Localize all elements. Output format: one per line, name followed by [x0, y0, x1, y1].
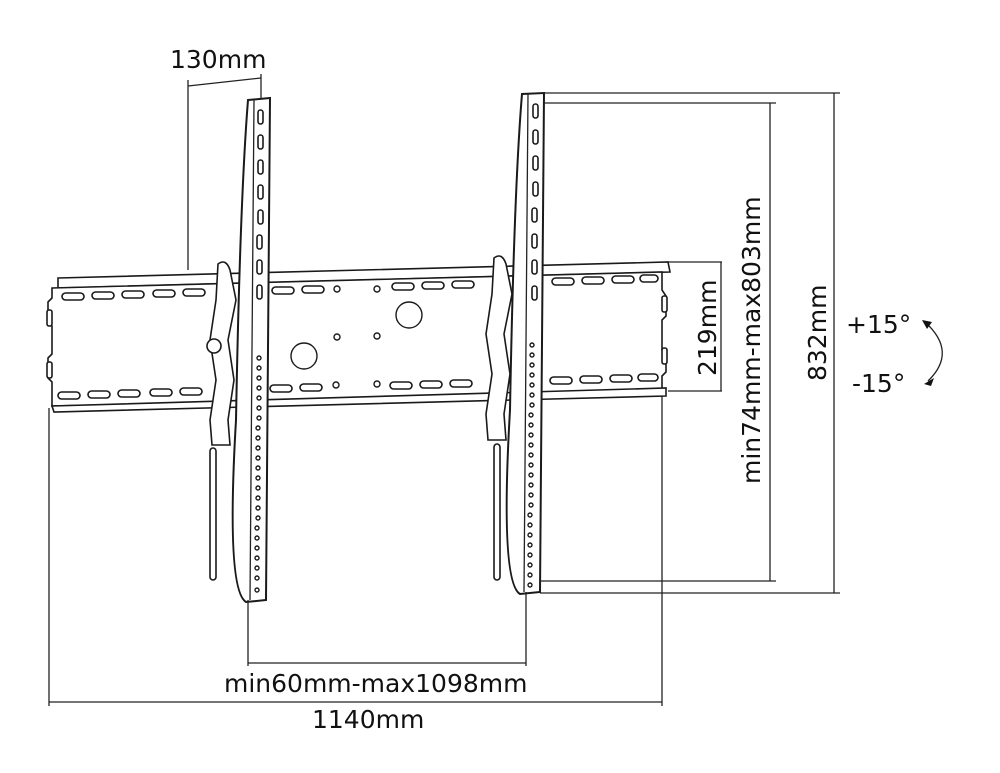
- bracket-height-label: 832mm: [803, 285, 832, 381]
- dim-bracket-height: 832mm: [540, 92, 840, 594]
- dim-horizontal-range: min60mm-max1098mm: [224, 592, 527, 698]
- left-vertical-arm: [206, 96, 272, 604]
- top-slot-row: [61, 274, 659, 301]
- right-arm-slots: [531, 103, 539, 301]
- center-holes: [290, 285, 423, 389]
- tilt-down-label: -15°: [852, 369, 905, 398]
- dim-depth: 130mm: [170, 45, 266, 270]
- right-arm-holes: [527, 342, 535, 588]
- dim-total-width: 1140mm: [48, 396, 663, 734]
- tilt-arc-icon: [924, 321, 943, 382]
- dim-rail-spacing: 219mm: [668, 261, 722, 392]
- tilt-knob-left: [206, 338, 222, 354]
- release-cord-right: [493, 443, 501, 581]
- bottom-slot-row: [57, 373, 659, 400]
- left-arm-slots: [256, 109, 264, 300]
- horizontal-range-label: min60mm-max1098mm: [224, 669, 527, 698]
- rail-spacing-label: 219mm: [693, 280, 722, 376]
- vertical-range-label: min74mm-max803mm: [737, 196, 766, 484]
- tilt-indicator: +15° -15°: [846, 310, 943, 398]
- depth-label: 130mm: [170, 45, 266, 74]
- wall-plate: [46, 261, 671, 413]
- right-vertical-arm: [485, 91, 546, 596]
- tilt-up-label: +15°: [846, 310, 911, 339]
- dim-vertical-range: min74mm-max803mm: [540, 102, 776, 582]
- total-width-label: 1140mm: [312, 705, 424, 734]
- release-cord-left: [209, 447, 217, 581]
- left-arm-holes: [254, 355, 262, 593]
